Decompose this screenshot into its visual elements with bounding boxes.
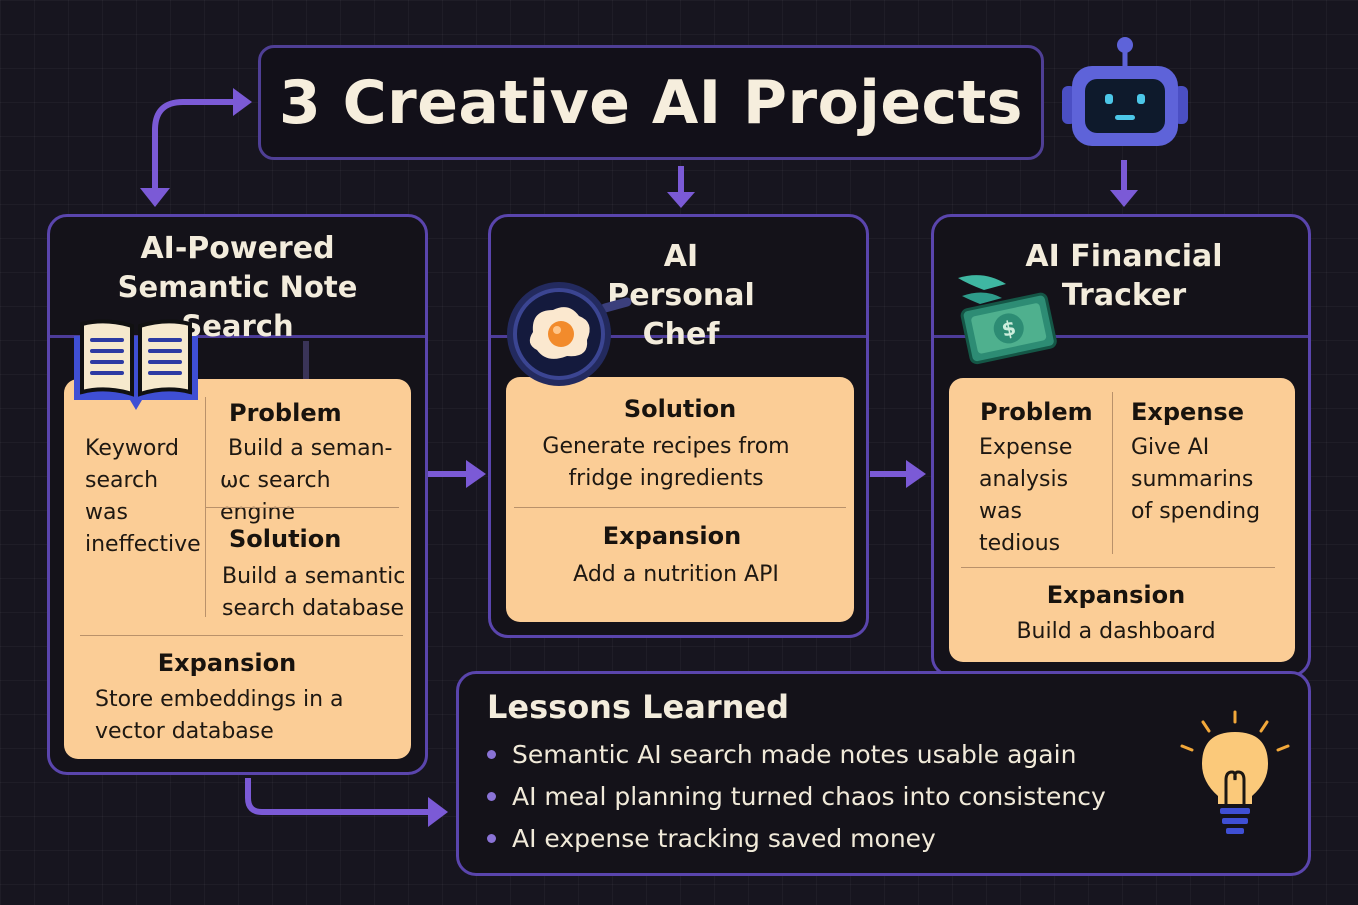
money-icon: $ — [958, 275, 1057, 365]
card1-panel: Keyword search was ineffective Problem B… — [64, 379, 411, 759]
card-title: AI-Powered Semantic Note Search — [60, 229, 415, 346]
problem-text: Expense analysis was tedious — [979, 435, 1073, 556]
robot-icon — [1062, 37, 1188, 146]
card-title-line1: AI-Powered — [140, 231, 335, 266]
card-title-line1: AI Personal — [607, 239, 755, 313]
fried-egg-pan-icon — [507, 282, 632, 386]
list-item: AI meal planning turned chaos into consi… — [487, 782, 1106, 811]
expense-text: Give AI summarins of spending — [1131, 435, 1261, 524]
problem-heading: Problem — [229, 399, 342, 427]
lightbulb-icon — [1180, 710, 1290, 834]
card-header — [491, 217, 866, 338]
bullet — [487, 834, 496, 843]
card-title: AI Financial Tracker — [1024, 237, 1224, 315]
problem-text-left: Keyword search was ineffective — [85, 436, 201, 557]
book-icon — [74, 319, 198, 410]
arrow-card1-to-lessons — [245, 778, 430, 815]
solution-heading: Solution — [229, 525, 342, 553]
card3-panel: Problem Expense analysis was tedious Exp… — [949, 378, 1295, 662]
card-title-line2: Tracker — [1061, 278, 1187, 313]
expansion-text: Store embeddings in a vector database — [95, 687, 344, 744]
problem-heading: Problem — [980, 398, 1093, 426]
expansion-heading: Expansion — [157, 649, 297, 677]
bullet — [487, 750, 496, 759]
title-box: 3 Creative AI Projects — [258, 45, 1044, 160]
connector-stub — [303, 341, 309, 381]
divider — [205, 507, 399, 508]
card-title-line2: Semantic Note Search — [117, 270, 358, 343]
expansion-text: Build a dashboard — [1016, 619, 1216, 644]
list-item: Semantic AI search made notes usable aga… — [487, 740, 1076, 769]
project-card-personal-chef: AI Personal Chef Solution Generate recip… — [488, 214, 869, 638]
solution-text: Build a semantic search database — [222, 564, 406, 621]
arrow-title-to-card1 — [152, 99, 235, 190]
divider — [1112, 392, 1113, 554]
problem-text-right: Build a seman- ωc search engine — [220, 436, 393, 525]
card-title: AI Personal Chef — [591, 237, 771, 354]
solution-text: Generate recipes from fridge ingredients — [542, 434, 790, 491]
solution-heading: Solution — [623, 395, 737, 423]
divider — [961, 567, 1275, 568]
divider — [80, 635, 403, 636]
card-header — [934, 217, 1308, 338]
list-item: AI expense tracking saved money — [487, 824, 936, 853]
expansion-heading: Expansion — [602, 522, 742, 550]
expansion-text: Add a nutrition API — [573, 562, 779, 587]
card-header — [50, 217, 425, 338]
divider — [514, 507, 846, 508]
lessons-title: Lessons Learned — [487, 688, 789, 726]
project-card-financial-tracker: AI Financial Tracker Problem Expense ana… — [931, 214, 1311, 677]
page-title: 3 Creative AI Projects — [278, 67, 1024, 138]
bullet — [487, 792, 496, 801]
expense-heading: Expense — [1131, 398, 1244, 426]
card-title-line2: Chef — [642, 317, 720, 352]
card2-panel: Solution Generate recipes from fridge in… — [506, 377, 854, 622]
svg-text:$: $ — [999, 315, 1018, 341]
card-title-line1: AI Financial — [1025, 239, 1223, 274]
expansion-heading: Expansion — [1046, 581, 1186, 609]
project-card-semantic-search: AI-Powered Semantic Note Search Keyword … — [47, 214, 428, 775]
lessons-learned-box: Lessons Learned Semantic AI search made … — [456, 671, 1311, 876]
